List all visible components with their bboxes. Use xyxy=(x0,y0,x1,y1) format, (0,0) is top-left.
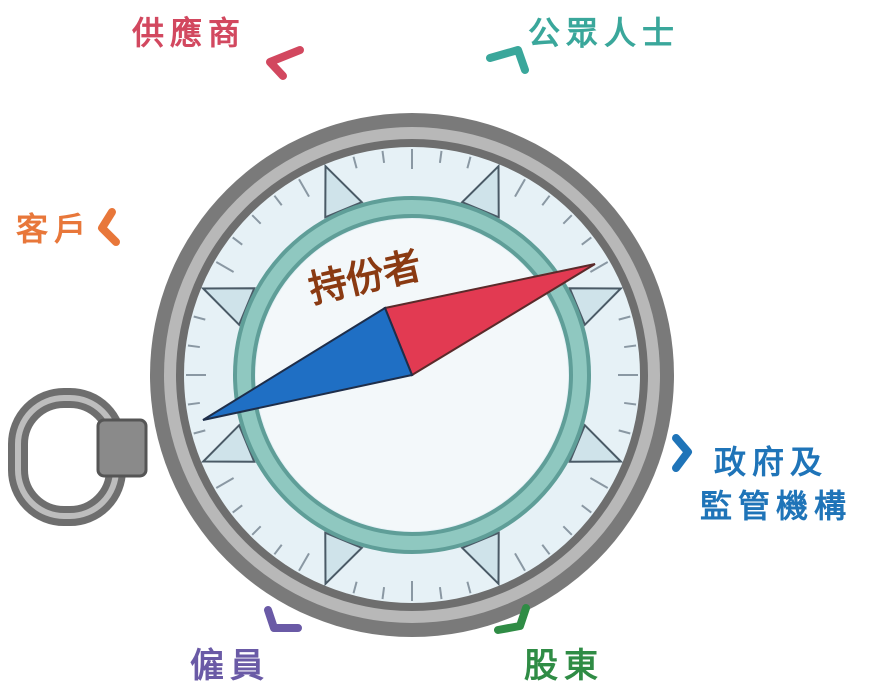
tick-mark xyxy=(187,344,200,349)
tick-mark xyxy=(232,236,243,246)
tick-mark xyxy=(232,504,243,514)
tick-mark xyxy=(438,150,443,163)
label-customers: 客戶 xyxy=(16,210,93,248)
tick-mark xyxy=(589,261,609,273)
tick-mark xyxy=(298,552,310,572)
tick-mark xyxy=(251,214,262,225)
tick-mark xyxy=(438,587,443,600)
tick-mark xyxy=(193,315,206,321)
compass-ring-handle xyxy=(8,388,148,526)
label-shareholders: 股東 xyxy=(524,646,604,686)
tick-mark xyxy=(624,344,637,349)
tick-mark xyxy=(618,429,631,435)
tick-mark xyxy=(541,195,551,206)
label-suppliers: 供應商 xyxy=(132,14,247,52)
label-public: 公眾人士 xyxy=(528,14,681,52)
marker-shareholders-chevron xyxy=(494,604,530,634)
tick-mark xyxy=(618,315,631,321)
marker-customers-chevron xyxy=(98,208,120,246)
needle-south xyxy=(202,306,414,421)
tick-mark xyxy=(514,552,526,572)
tick-mark xyxy=(215,477,235,489)
marker-public-chevron xyxy=(486,46,529,74)
tick-mark xyxy=(541,544,551,555)
tick-mark xyxy=(187,401,200,406)
marker-government-chevron xyxy=(672,434,692,472)
tick-mark xyxy=(273,195,283,206)
tick-mark xyxy=(215,261,235,273)
tick-mark xyxy=(514,178,526,198)
label-government: 政府及 監管機構 xyxy=(700,440,852,528)
tick-mark xyxy=(466,156,472,169)
label-employees: 僱員 xyxy=(190,646,270,686)
label-government-line1: 政府及 xyxy=(714,443,829,481)
tick-mark xyxy=(624,401,637,406)
tick-mark xyxy=(298,178,310,198)
tick-mark xyxy=(589,477,609,489)
tick-mark xyxy=(581,236,592,246)
label-government-line2: 監管機構 xyxy=(700,487,853,525)
compass-star-points xyxy=(200,163,624,587)
tick-mark xyxy=(581,504,592,514)
tick-mark xyxy=(352,156,358,169)
compass-needle xyxy=(202,263,596,421)
tick-mark xyxy=(466,581,472,594)
tick-mark xyxy=(562,214,573,225)
tick-mark xyxy=(381,587,386,600)
tick-mark xyxy=(381,150,386,163)
marker-suppliers-chevron xyxy=(266,46,304,80)
marker-employees-chevron xyxy=(264,606,302,632)
tick-mark xyxy=(562,525,573,536)
tick-mark xyxy=(193,429,206,435)
tick-mark xyxy=(251,525,262,536)
tick-mark xyxy=(352,581,358,594)
tick-mark xyxy=(273,544,283,555)
